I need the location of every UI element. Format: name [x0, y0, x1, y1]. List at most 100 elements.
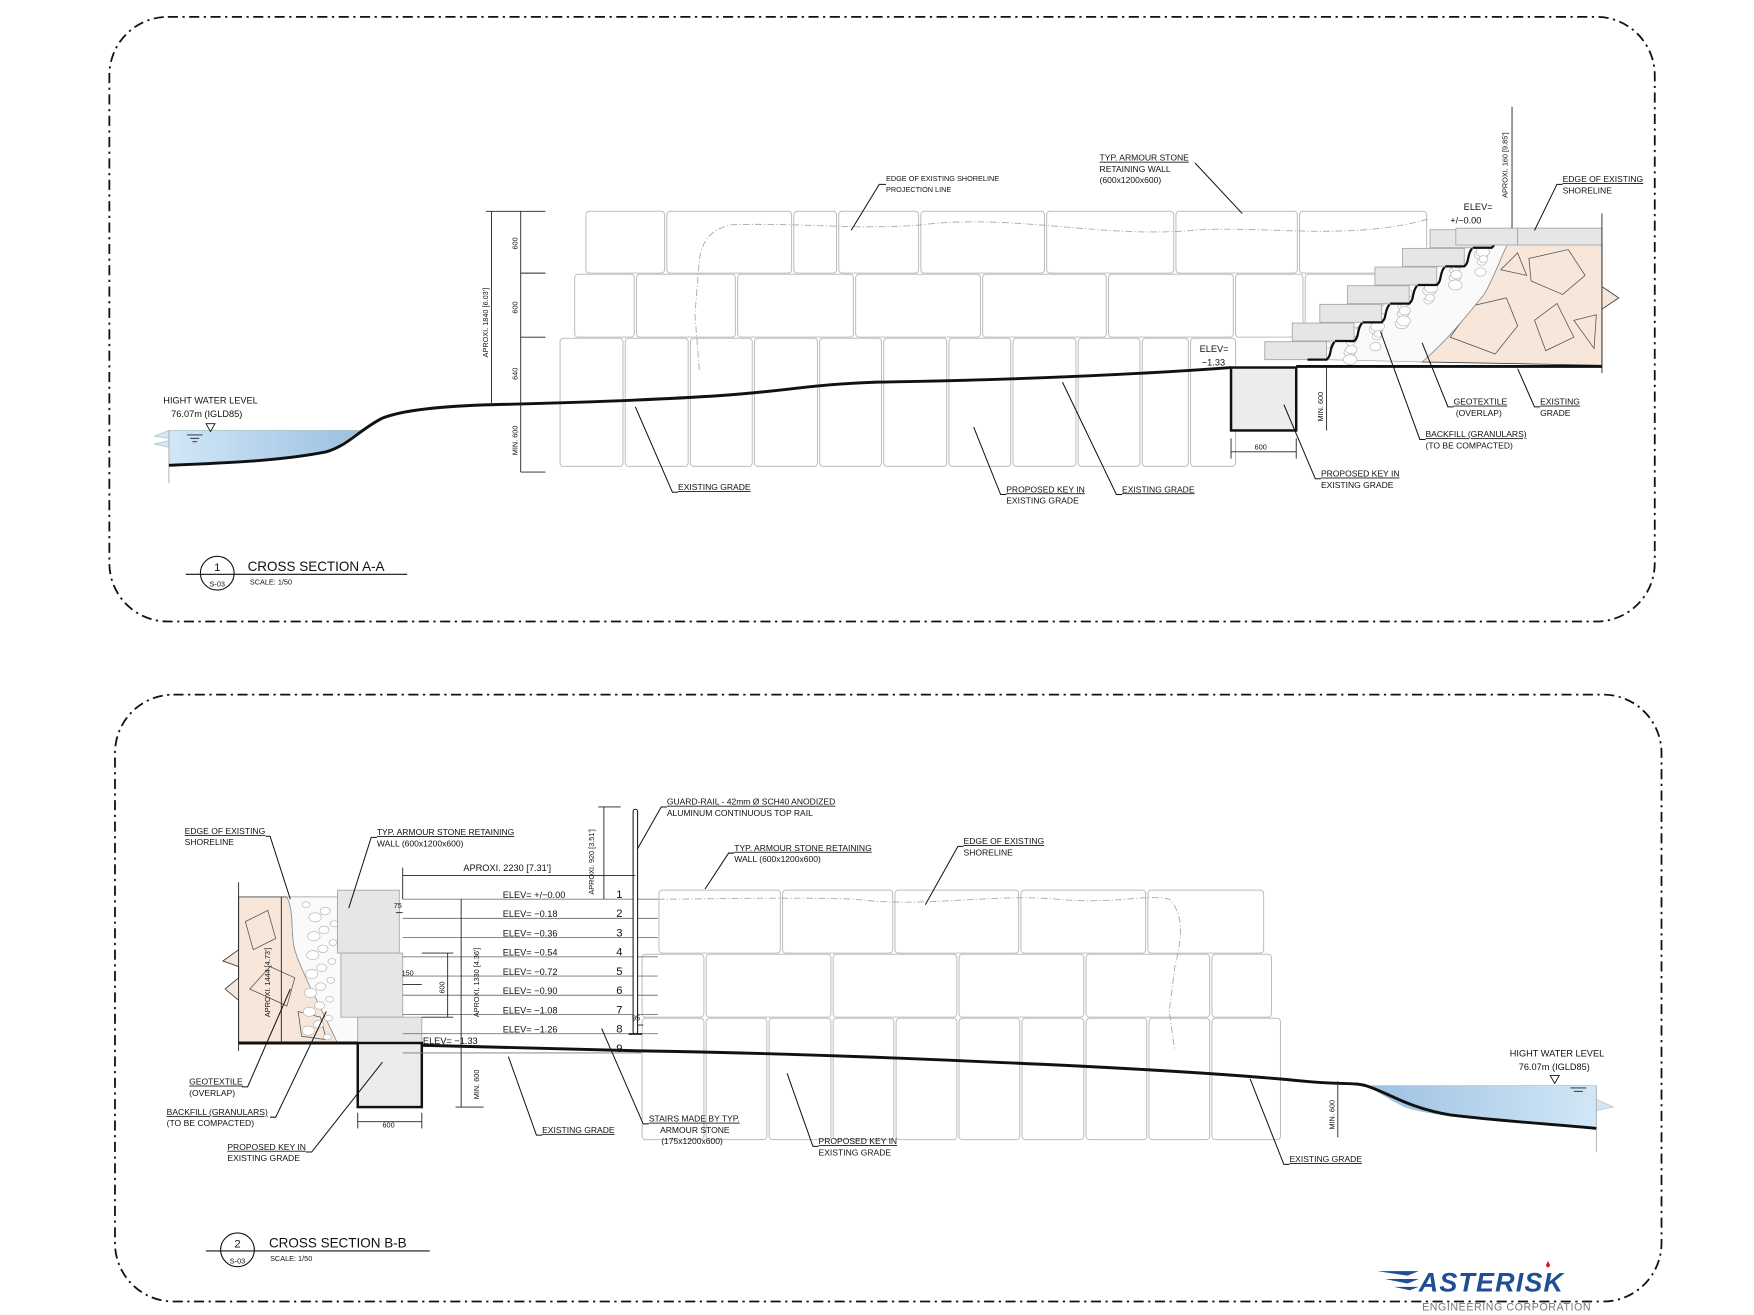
existing-soil-b [221, 882, 359, 1051]
armour-stone-step [1291, 322, 1355, 342]
armour-stone-block [1175, 210, 1298, 274]
armour-stone-block [641, 1017, 705, 1141]
dim-row2: 600 [510, 301, 519, 313]
dim-block: 600 [437, 981, 446, 993]
armour-stone-block [1085, 1017, 1148, 1141]
dim-shore-height: APROXI. 1444 [4.73'] [263, 948, 272, 1018]
armour-stone-block [641, 953, 705, 1018]
dim-horizontal: APROXI. 2230 [7.31'] [463, 863, 551, 873]
callout-existing-grade-b2: EXISTING GRADE [1289, 1154, 1362, 1164]
armour-stone-block [1085, 953, 1211, 1018]
existing-grade-line-b [421, 1043, 1597, 1130]
callout-edge-shoreline-left: EDGE OF EXISTING [185, 826, 266, 836]
armour-stone-block [838, 210, 920, 274]
callout-armour-wall-line2: RETAINING WALL [1100, 164, 1171, 174]
armour-stone-step [1401, 247, 1465, 267]
stair-elevation: ELEV= −0.18 [503, 909, 558, 919]
water-level-label: HIGHT WATER LEVEL [163, 395, 257, 405]
armour-stone-block [948, 337, 1012, 467]
armour-stone-steps-a [1264, 229, 1501, 361]
stair-number: 9 [616, 1043, 622, 1055]
callout-edge-shoreline-left-line2: SHORELINE [185, 837, 235, 847]
callout-existing-grade-3-line2: GRADE [1540, 408, 1571, 418]
dim-rail-height: APROXI. 920 [3.51'] [587, 829, 596, 894]
stair-number: 8 [616, 1024, 622, 1036]
armour-stone-block [705, 1017, 768, 1141]
callout-geotextile: GEOTEXTILE [1454, 397, 1508, 407]
water-level-triangle-icon [205, 423, 216, 433]
armour-stone-block [1046, 210, 1175, 274]
dim-stair-height: APROXI. 1330 [4.36'] [472, 948, 481, 1018]
shoreline-projection-line [694, 218, 1428, 371]
elev-bottom-value: −1.33 [1202, 357, 1225, 367]
armour-stone-block [894, 889, 1020, 954]
callout-edge-shoreline: EDGE OF EXISTING [1563, 174, 1644, 184]
callout-edge-shoreline-right-line2: SHORELINE [964, 847, 1014, 857]
armour-stone-wall-b [641, 889, 1281, 1141]
dim-key-width-b: 600 [382, 1120, 394, 1129]
logo-name: ASTERISK [1418, 1267, 1566, 1297]
section-scale-b: SCALE: 1/50 [270, 1254, 312, 1263]
armour-stone-block [1021, 1017, 1085, 1141]
stair-number: 1 [616, 889, 622, 901]
sheet-ref-b: S-03 [230, 1256, 245, 1265]
stair-number: 7 [616, 1004, 622, 1016]
callout-proposed-key-1-line2: EXISTING GRADE [1006, 496, 1079, 506]
dim-150: 150 [402, 969, 414, 978]
armour-stone-block [920, 210, 1045, 274]
stair-number: 5 [616, 966, 622, 978]
armour-stone-block [832, 953, 958, 1018]
stair-number: 4 [616, 947, 622, 959]
callout-armour-wall-line3: (600x1200x600) [1100, 175, 1162, 185]
section-scale: SCALE: 1/50 [250, 577, 292, 586]
section-number: 1 [214, 562, 220, 574]
stair-elevation: ELEV= −0.72 [503, 967, 558, 977]
company-logo: ASTERISK ENGINEERING CORPORATION [1377, 1261, 1591, 1314]
callouts-a: EDGE OF EXISTING SHORELINE PROJECTION LI… [634, 153, 1644, 506]
armour-stone-block [958, 953, 1085, 1018]
stair-number: 2 [616, 908, 622, 920]
armour-stone-block [658, 889, 781, 954]
section-a-title: 1 S-03 CROSS SECTION A-A SCALE: 1/50 [185, 555, 408, 591]
callout-armour-wall: TYP. ARMOUR STONE [1100, 153, 1190, 163]
callout-backfill-b: BACKFILL (GRANULARS) [167, 1107, 268, 1117]
armour-stone-block [1211, 953, 1273, 1018]
dim-key-depth: MIN. 600 [1316, 392, 1325, 422]
stair-elevation: ELEV= −0.54 [503, 948, 558, 958]
callout-edge-shoreline-line2: SHORELINE [1563, 185, 1613, 195]
section-number-b: 2 [234, 1239, 240, 1251]
armour-stone-block [982, 273, 1107, 338]
callout-armour-wall-left-line2: WALL (600x1200x600) [377, 838, 464, 848]
dim-overall-height: APROXI. 1840 [6.03'] [481, 288, 490, 358]
maple-leaf-icon [1545, 1261, 1551, 1268]
armour-stone-block [1108, 273, 1234, 338]
armour-stone-block [855, 273, 981, 338]
water-body-b [1365, 1085, 1615, 1129]
callout-stairs: STAIRS MADE BY TYP. [649, 1114, 740, 1124]
dim-right-min: MIN. 600 [1327, 1100, 1336, 1130]
callout-backfill-line2: (TO BE COMPACTED) [1425, 440, 1513, 450]
armour-stone-block [1148, 1017, 1211, 1141]
callout-edge-shoreline-right: EDGE OF EXISTING [964, 836, 1045, 846]
water-level-value: 76.07m (IGLD85) [171, 409, 242, 419]
dim-95: 95 [632, 1014, 640, 1023]
armour-stone-block [768, 1017, 832, 1141]
water-level-value-b: 76.07m (IGLD85) [1519, 1062, 1590, 1072]
callout-edge-projection: EDGE OF EXISTING SHORELINE [886, 174, 999, 183]
armour-stone-block [635, 273, 736, 338]
armour-stone-block [1141, 337, 1189, 467]
armour-stone-step [1374, 266, 1438, 286]
armour-stone-block [689, 337, 753, 467]
callout-edge-projection-line2: PROJECTION LINE [886, 185, 951, 194]
callout-geotextile-b-line2: (OVERLAP) [189, 1088, 235, 1098]
callout-proposed-key-1: PROPOSED KEY IN [1006, 484, 1085, 494]
armour-stone-block [958, 1017, 1021, 1141]
armour-stone-block [819, 337, 883, 467]
armour-stone-block [753, 337, 818, 467]
stair-elevation: ELEV= +/−0.00 [503, 890, 566, 900]
section-title-b: CROSS SECTION B-B [269, 1236, 407, 1251]
armour-stone-block [1077, 337, 1141, 467]
section-b-title: 2 S-03 CROSS SECTION B-B SCALE: 1/50 [206, 1232, 430, 1268]
